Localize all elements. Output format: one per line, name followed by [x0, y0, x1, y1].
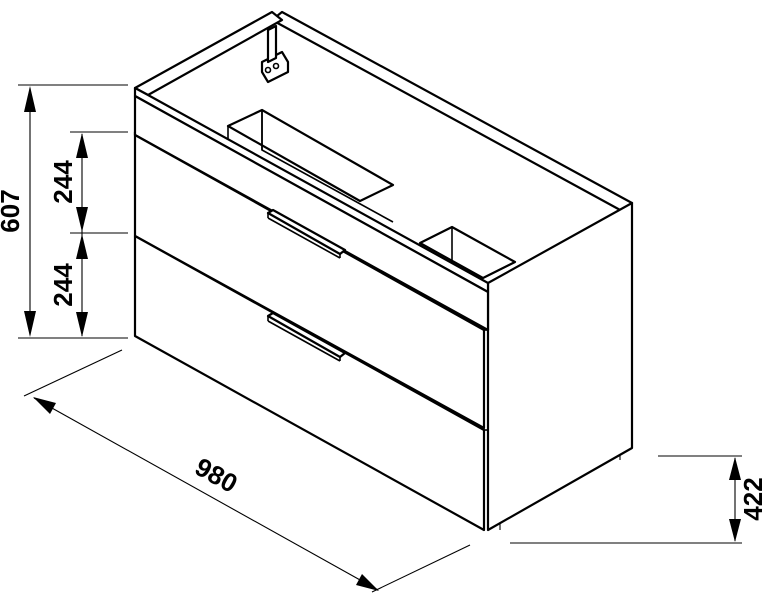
- dimension-drawer-heights: 244 244: [48, 131, 128, 337]
- mounting-bracket-icon: [260, 24, 290, 84]
- total-height-label: 607: [0, 189, 25, 232]
- upper-drawer-face: [133, 133, 486, 430]
- lower-drawer-face: [133, 234, 486, 532]
- cabinet-body: [133, 10, 634, 532]
- upper-drawer-height-label: 244: [48, 160, 78, 204]
- dimension-wall-height: 422: [510, 455, 765, 544]
- left-inner-compartment: [226, 108, 395, 223]
- lower-drawer-handle-icon: [266, 311, 347, 362]
- wall-height-label: 422: [738, 477, 765, 520]
- right-side-panel: [486, 201, 634, 532]
- upper-drawer-handle-icon: [266, 208, 347, 259]
- right-inner-compartment: [418, 225, 517, 280]
- left-side-panel-top: [133, 10, 284, 97]
- front-top-strip: [133, 86, 490, 294]
- lower-drawer-height-label: 244: [48, 263, 78, 307]
- width-label: 980: [190, 451, 242, 498]
- dimension-total-height: 607: [0, 84, 128, 339]
